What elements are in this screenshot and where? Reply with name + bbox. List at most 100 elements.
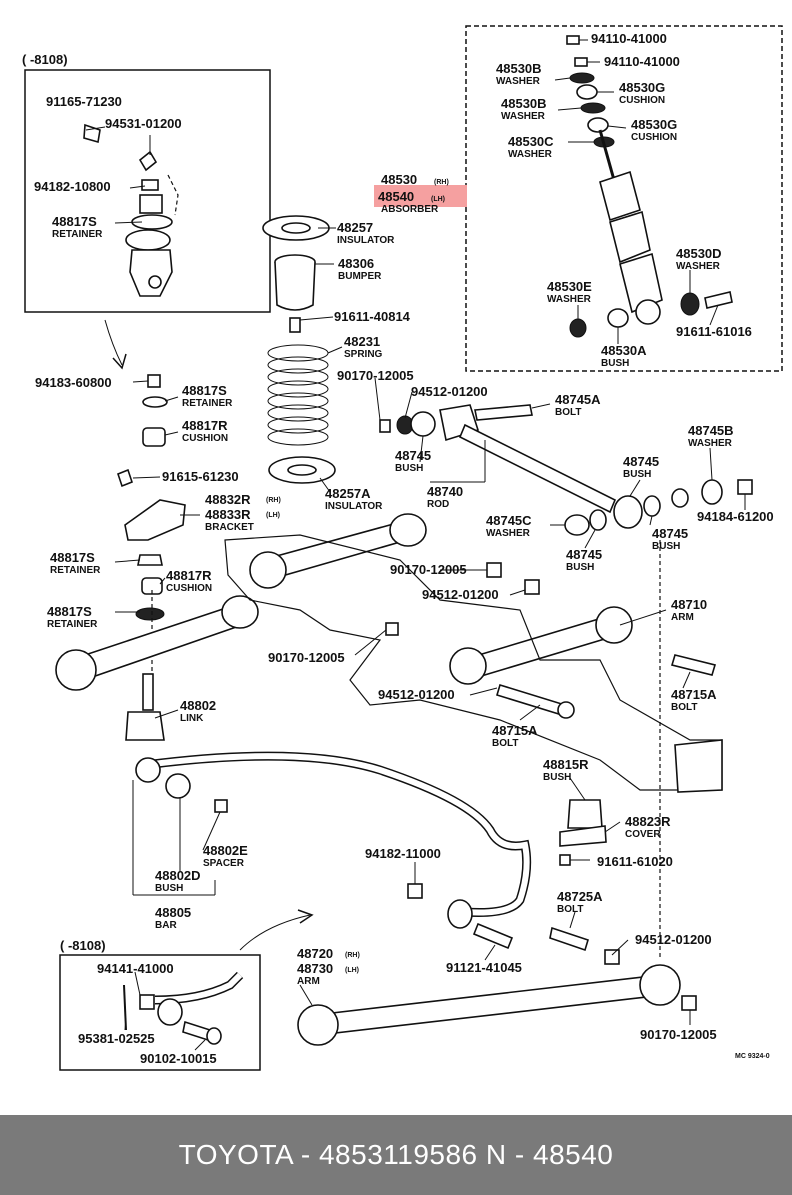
axle-housing bbox=[224, 534, 723, 793]
label-bumper: BUMPER bbox=[338, 271, 382, 282]
footer-part-number: TOYOTA - 4853119586 N - 48540 bbox=[178, 1139, 614, 1170]
label-90170-12005-c: 90170-12005 bbox=[268, 650, 345, 665]
label-48745C: 48745C bbox=[486, 513, 532, 528]
label-48802: 48802 bbox=[180, 698, 216, 713]
label-lh: (LH) bbox=[266, 512, 280, 519]
label-bolt-d: BOLT bbox=[557, 904, 583, 915]
label-lh3: (LH) bbox=[345, 967, 359, 974]
label-rh2: (RH) bbox=[434, 179, 449, 186]
inset-arrow-top bbox=[104, 319, 123, 366]
label-washer-e: WASHER bbox=[547, 294, 592, 305]
leader-lines bbox=[85, 39, 746, 1051]
label-cushion-a: CUSHION bbox=[182, 433, 228, 444]
label-48231: 48231 bbox=[344, 334, 380, 349]
label-48530B-a: 48530B bbox=[496, 61, 542, 76]
label-95381-02525: 95381-02525 bbox=[78, 1031, 155, 1046]
label-bolt-b: BOLT bbox=[671, 702, 697, 713]
label-48715A-a: 48715A bbox=[671, 687, 717, 702]
label-48257A: 48257A bbox=[325, 486, 371, 501]
stabilizer-bar bbox=[132, 751, 532, 950]
label-90170-12005-d: 90170-12005 bbox=[640, 1027, 717, 1042]
label-48530A: 48530A bbox=[601, 343, 647, 358]
label-washer-d: WASHER bbox=[676, 261, 721, 272]
inset-arrow-top-head bbox=[112, 353, 127, 370]
label-absorber: ABSORBER bbox=[381, 204, 439, 215]
label-48530C: 48530C bbox=[508, 134, 554, 149]
label-94182-11000: 94182-11000 bbox=[365, 846, 441, 861]
label-91121-41045: 91121-41045 bbox=[446, 960, 522, 975]
label-48802E: 48802E bbox=[203, 843, 248, 858]
label-48720: 48720 bbox=[297, 946, 333, 961]
label-48306: 48306 bbox=[338, 256, 374, 271]
label-94531-01200: 94531-01200 bbox=[105, 116, 182, 131]
label-94512-01200-a: 94512-01200 bbox=[411, 384, 488, 399]
label-retainer-d: RETAINER bbox=[47, 619, 98, 630]
diagram-code: MC 9324-0 bbox=[735, 1053, 770, 1060]
label-48817S-d: 48817S bbox=[47, 604, 92, 619]
inset-top-date: ( -8108) bbox=[22, 52, 68, 67]
label-48745-b: 48745 bbox=[623, 454, 659, 469]
label-bush-c: BUSH bbox=[623, 469, 651, 480]
label-retainer-c: RETAINER bbox=[50, 565, 101, 576]
label-washer-c: WASHER bbox=[508, 149, 553, 160]
label-91611-61016: 91611-61016 bbox=[676, 324, 752, 339]
label-48530E: 48530E bbox=[547, 279, 592, 294]
label-48745B: 48745B bbox=[688, 423, 734, 438]
label-bolt-c: BOLT bbox=[492, 738, 518, 749]
label-94512-01200-c: 94512-01200 bbox=[378, 687, 455, 702]
label-94110-41000-a: 94110-41000 bbox=[591, 31, 667, 46]
label-48725A: 48725A bbox=[557, 889, 603, 904]
label-91611-40814: 91611-40814 bbox=[334, 309, 411, 324]
inset-box-bottom bbox=[59, 954, 261, 1071]
label-bush-f: BUSH bbox=[543, 772, 571, 783]
label-94183-60800: 94183-60800 bbox=[35, 375, 112, 390]
label-48745-c: 48745 bbox=[652, 526, 688, 541]
labels: 91165-71230 94531-01200 94182-10800 4881… bbox=[34, 31, 774, 1066]
label-insulator-b: INSULATOR bbox=[325, 501, 383, 512]
label-bracket: BRACKET bbox=[205, 522, 254, 533]
spring-stack bbox=[262, 215, 336, 484]
label-cushion-b: CUSHION bbox=[166, 583, 212, 594]
label-94110-41000-b: 94110-41000 bbox=[604, 54, 680, 69]
label-bar: BAR bbox=[155, 920, 177, 931]
rods-and-arms bbox=[55, 404, 753, 1046]
label-48817S-a: 48817S bbox=[52, 214, 97, 229]
label-bush-d: BUSH bbox=[652, 541, 680, 552]
label-cover: COVER bbox=[625, 829, 661, 840]
label-arm-a: ARM bbox=[671, 612, 694, 623]
inset-bottom-date: ( -8108) bbox=[60, 938, 106, 953]
highlight-48540 bbox=[374, 185, 467, 207]
left-column-parts bbox=[117, 374, 186, 741]
label-48805: 48805 bbox=[155, 905, 191, 920]
inset-arrow-bottom-head bbox=[297, 909, 314, 924]
right-bolts bbox=[385, 562, 717, 1011]
label-90102-10015: 90102-10015 bbox=[140, 1051, 217, 1066]
label-48530: 48530 bbox=[381, 172, 417, 187]
label-48530D: 48530D bbox=[676, 246, 722, 261]
label-48530G-b: 48530G bbox=[631, 117, 677, 132]
label-washer-g: WASHER bbox=[486, 528, 531, 539]
inset-bottom-parts bbox=[123, 971, 244, 1045]
label-91165-71230: 91165-71230 bbox=[46, 94, 122, 109]
label-91611-61020: 91611-61020 bbox=[597, 854, 673, 869]
label-94512-01200-d: 94512-01200 bbox=[635, 932, 712, 947]
label-insulator-a: INSULATOR bbox=[337, 235, 395, 246]
inset-top-parts bbox=[83, 123, 179, 297]
label-48817S-c: 48817S bbox=[50, 550, 95, 565]
label-48817R-b: 48817R bbox=[166, 568, 212, 583]
label-94141-41000: 94141-41000 bbox=[97, 961, 174, 976]
label-bush-g: BUSH bbox=[155, 883, 183, 894]
label-48540: 48540 bbox=[378, 189, 414, 204]
label-48715A-b: 48715A bbox=[492, 723, 538, 738]
label-retainer-a: RETAINER bbox=[52, 229, 103, 240]
label-bolt-a: BOLT bbox=[555, 407, 581, 418]
label-48257: 48257 bbox=[337, 220, 373, 235]
label-48815R: 48815R bbox=[543, 757, 589, 772]
label-arm-b: ARM bbox=[297, 976, 320, 987]
label-48745A-a: 48745A bbox=[555, 392, 601, 407]
parts-diagram: ( -8108) ( -8108) bbox=[22, 25, 783, 1071]
label-48817S-b: 48817S bbox=[182, 383, 227, 398]
label-48730: 48730 bbox=[297, 961, 333, 976]
label-48817R-a: 48817R bbox=[182, 418, 228, 433]
label-48745-d: 48745 bbox=[566, 547, 602, 562]
